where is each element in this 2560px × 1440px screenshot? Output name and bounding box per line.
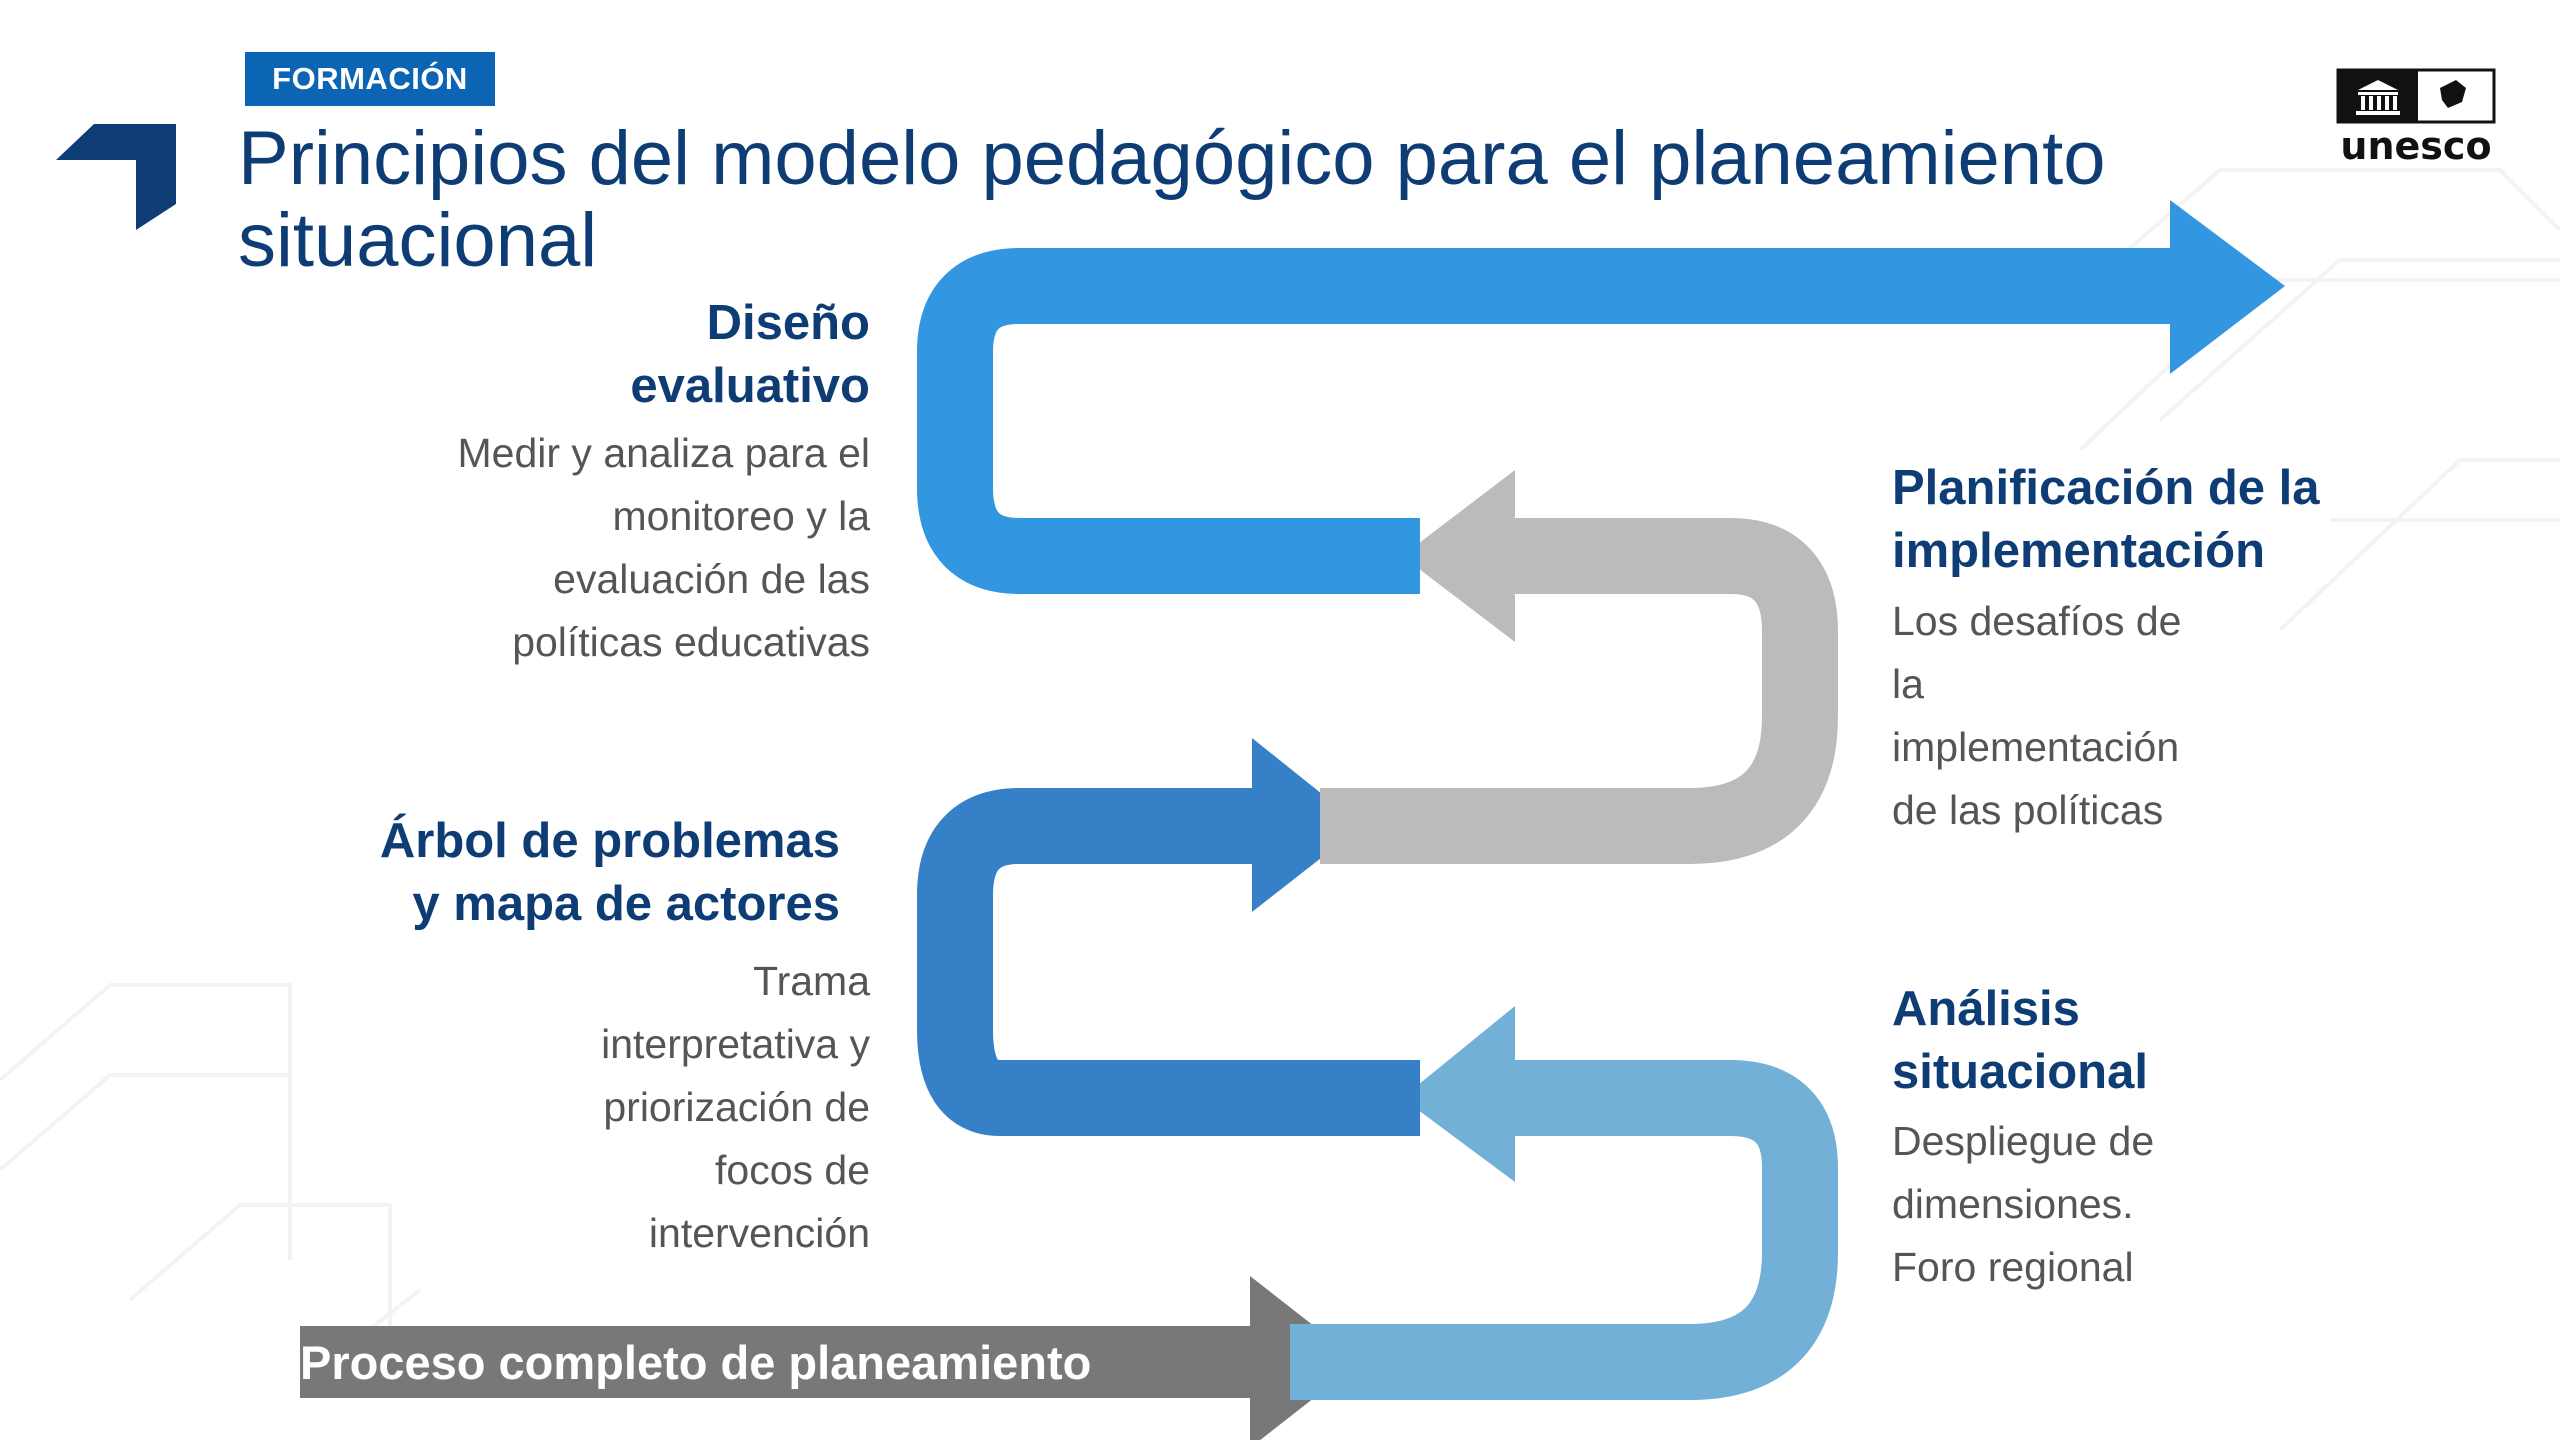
- corner-bracket-icon: [56, 124, 176, 230]
- step-heading-arbol: Árbol de problemas y mapa de actores: [379, 814, 840, 931]
- arrow-head-arbol: [1252, 738, 1362, 912]
- page-title: Principios del modelo pedagógico para el…: [238, 116, 2106, 283]
- arrow-arbol-problemas: [917, 788, 1420, 1136]
- arrow-planificacion: [1320, 518, 1838, 864]
- step-description-analisis: Despliegue de dimensiones. Foro regional: [1892, 1118, 2155, 1290]
- step-description-arbol: Trama interpretativa y priorización de f…: [601, 958, 870, 1256]
- arrow-head-analisis: [1402, 1006, 1515, 1182]
- section-tag: FORMACIÓN: [245, 52, 495, 106]
- step-heading-analisis: Análisis situacional: [1892, 982, 2148, 1099]
- step-heading-diseno: Diseño evaluativo: [630, 296, 870, 413]
- unesco-emblem-icon: [2440, 80, 2466, 108]
- unesco-temple-icon: [2356, 80, 2400, 115]
- arrow-diseno-evaluativo: [917, 248, 2200, 594]
- step-description-diseno: Medir y analiza para el monitoreo y la e…: [457, 430, 870, 665]
- arrow-analisis-situacional: [1290, 1060, 1838, 1400]
- arrow-head-planificacion: [1402, 470, 1515, 642]
- base-process-label: Proceso completo de planeamiento: [300, 1336, 1092, 1389]
- step-heading-planificacion: Planificación de la implementación: [1892, 461, 2320, 578]
- unesco-logo: [2336, 68, 2496, 124]
- arrow-head-diseno: [2170, 200, 2285, 374]
- base-process-arrow: [300, 1276, 1360, 1440]
- step-description-planificacion: Los desafíos de la implementación de las…: [1892, 598, 2182, 833]
- unesco-logo-text: unesco: [2340, 124, 2492, 168]
